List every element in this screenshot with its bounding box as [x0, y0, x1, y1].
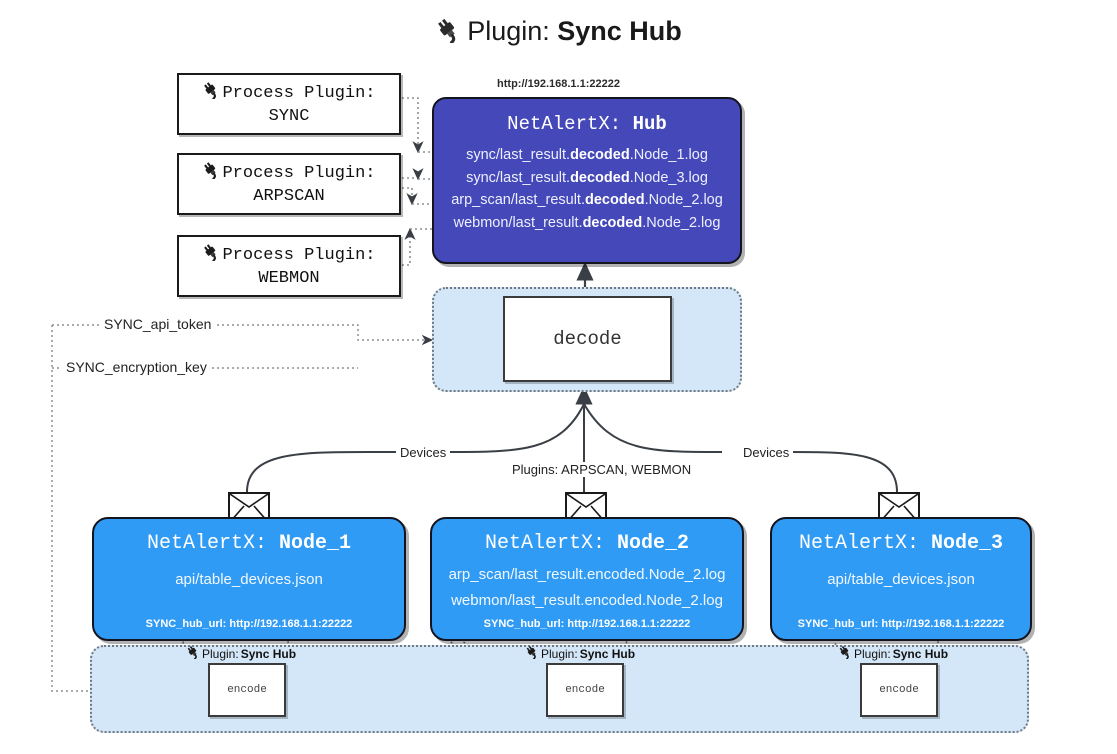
node-title-name: Node_1 [279, 532, 352, 555]
process-plugin-label: Process Plugin: [222, 163, 376, 183]
hub-url-label: http://192.168.1.1:22222 [0, 78, 1117, 90]
node-box-node-2[interactable]: NetAlertX: Node_2 arp_scan/last_result.e… [430, 517, 744, 641]
node-log-line: api/table_devices.json [827, 571, 975, 588]
plug-icon [202, 161, 220, 186]
process-plugin-line1: Process Plugin: [202, 161, 376, 186]
process-plugin-box-sync[interactable]: Process Plugin: SYNC [177, 73, 401, 135]
encode-plugin-label-2: Plugin: Sync Hub [525, 645, 635, 662]
edge-label-devices-right: Devices [739, 445, 794, 460]
encode-box-2[interactable]: encode [546, 663, 624, 717]
secret-label-api-token: SYNC_api_token [100, 316, 216, 332]
hub-title-name: Hub [632, 113, 667, 135]
node-log-line: arp_scan/last_result.encoded.Node_2.log [448, 566, 726, 583]
page-title: Plugin: Sync Hub [0, 16, 1117, 50]
decode-box[interactable]: decode [503, 296, 672, 382]
page-title-name: Sync Hub [557, 16, 682, 46]
encode-label: encode [227, 684, 267, 696]
plug-icon [186, 645, 200, 662]
node-footer: SYNC_hub_url: http://192.168.1.1:22222 [797, 618, 1005, 630]
edge-label-plugins-center: Plugins: ARPSCAN, WEBMON [508, 462, 696, 477]
process-plugin-label: Process Plugin: [222, 245, 376, 265]
edge-label-devices-left: Devices [396, 445, 451, 460]
node-log-line: api/table_devices.json [175, 571, 323, 588]
node-footer: SYNC_hub_url: http://192.168.1.1:22222 [145, 618, 353, 630]
encode-box-1[interactable]: encode [208, 663, 286, 717]
node-box-node-1[interactable]: NetAlertX: Node_1 api/table_devices.json… [92, 517, 406, 641]
hub-log-line: webmon/last_result.decoded.Node_2.log [453, 214, 721, 231]
node-log-line: webmon/last_result.encoded.Node_2.log [451, 592, 723, 609]
decode-label: decode [553, 328, 622, 350]
hub-title: NetAlertX: Hub [507, 113, 667, 135]
encode-label: encode [879, 684, 919, 696]
encode-box-3[interactable]: encode [860, 663, 938, 717]
hub-title-prefix: NetAlertX: [507, 113, 633, 135]
hub-log-line: arp_scan/last_result.decoded.Node_2.log [451, 192, 723, 208]
plug-icon [202, 81, 220, 106]
hub-log-line: sync/last_result.decoded.Node_3.log [466, 169, 708, 186]
process-plugin-name: WEBMON [258, 268, 320, 288]
process-plugin-line1: Process Plugin: [202, 243, 376, 268]
node-box-node-3[interactable]: NetAlertX: Node_3 api/table_devices.json… [770, 517, 1032, 641]
node-footer: SYNC_hub_url: http://192.168.1.1:22222 [483, 618, 691, 630]
plug-icon [838, 645, 852, 662]
plug-icon [202, 243, 220, 268]
process-plugin-label: Process Plugin: [222, 83, 376, 103]
encode-plugin-label-3: Plugin: Sync Hub [838, 645, 948, 662]
plug-icon [435, 17, 461, 50]
hub-node[interactable]: NetAlertX: Hub sync/last_result.decoded.… [432, 97, 742, 264]
node-title-name: Node_2 [617, 532, 690, 555]
encode-label: encode [565, 684, 605, 696]
hub-url-text: http://192.168.1.1:22222 [497, 78, 620, 90]
process-plugin-line1: Process Plugin: [202, 81, 376, 106]
plug-icon [525, 645, 539, 662]
node-title: NetAlertX: Node_2 [484, 532, 690, 555]
secret-label-encryption-key: SYNC_encryption_key [62, 359, 211, 375]
process-plugin-name: SYNC [268, 106, 310, 126]
encode-plugin-label-1: Plugin: Sync Hub [186, 645, 296, 662]
process-plugin-box-arpscan[interactable]: Process Plugin: ARPSCAN [177, 153, 401, 215]
node-title: NetAlertX: Node_1 [146, 532, 352, 555]
page-title-prefix: Plugin: [467, 16, 558, 46]
node-title-name: Node_3 [931, 532, 1004, 555]
hub-log-line: sync/last_result.decoded.Node_1.log [466, 147, 708, 163]
process-plugin-name: ARPSCAN [253, 186, 325, 206]
node-title: NetAlertX: Node_3 [798, 532, 1004, 555]
process-plugin-box-webmon[interactable]: Process Plugin: WEBMON [177, 235, 401, 297]
